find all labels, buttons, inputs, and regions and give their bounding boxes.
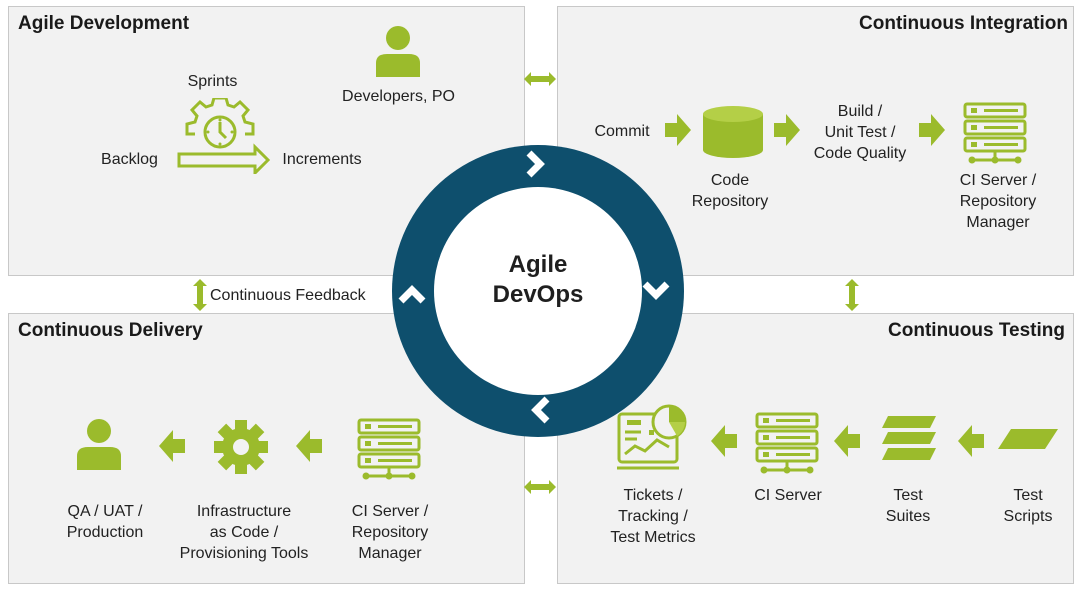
arrow-icon <box>774 114 800 146</box>
continuous-delivery-title: Continuous Delivery <box>18 320 203 341</box>
person-icon <box>375 25 421 79</box>
continuous-feedback-label: Continuous Feedback <box>210 287 366 304</box>
commit-label: Commit <box>594 123 650 140</box>
chevron-icon <box>642 281 670 300</box>
layers-icon <box>878 414 940 464</box>
continuous-testing-title: Continuous Testing <box>888 320 1065 341</box>
server-icon <box>356 418 422 484</box>
chevron-icon <box>526 150 545 178</box>
server-icon <box>962 102 1028 168</box>
infrastructure-label: Infrastructure as Code / Provisioning To… <box>179 503 309 562</box>
arrow-icon <box>711 425 737 457</box>
ci-server-repository-label: CI Server / Repository Manager <box>351 503 429 562</box>
dashboard-icon <box>615 402 691 476</box>
script-icon <box>997 428 1059 450</box>
ci-server-label: CI Server <box>754 487 822 504</box>
center-title: Agile DevOps <box>448 250 628 310</box>
continuous-integration-title: Continuous Integration <box>859 13 1068 34</box>
sprints-label: Sprints <box>187 73 238 90</box>
code-repository-label: Code Repository <box>691 172 769 210</box>
double-arrow-icon <box>524 480 556 494</box>
arrow-icon <box>665 114 691 146</box>
test-scripts-label: Test Scripts <box>1003 487 1053 525</box>
backlog-label: Backlog <box>101 151 158 168</box>
server-icon <box>754 412 820 478</box>
build-label: Build / Unit Test / Code Quality <box>813 103 907 162</box>
arrow-icon <box>296 430 322 462</box>
gear-icon <box>214 420 268 474</box>
gear-clock-icon <box>175 98 271 174</box>
increments-label: Increments <box>282 151 362 168</box>
tickets-label: Tickets / Tracking / Test Metrics <box>610 487 696 546</box>
arrow-icon <box>919 114 945 146</box>
double-arrow-icon <box>524 72 556 86</box>
arrow-icon <box>159 430 185 462</box>
test-suites-label: Test Suites <box>885 487 931 525</box>
double-arrow-icon <box>193 279 207 311</box>
arrow-icon <box>958 425 984 457</box>
agile-development-title: Agile Development <box>18 13 190 34</box>
developers-label: Developers, PO <box>342 88 455 105</box>
database-icon <box>703 106 763 158</box>
arrow-icon <box>834 425 860 457</box>
ci-server-repository-label: CI Server / Repository Manager <box>959 172 1037 231</box>
devops-ring <box>390 143 686 439</box>
center-title-line1: Agile <box>508 251 568 278</box>
chevron-icon <box>398 285 426 304</box>
qa-uat-production-label: QA / UAT / Production <box>66 503 144 541</box>
person-icon <box>76 418 122 472</box>
center-title-line2: DevOps <box>492 281 584 308</box>
chevron-icon <box>531 396 550 424</box>
double-arrow-icon <box>845 279 859 311</box>
